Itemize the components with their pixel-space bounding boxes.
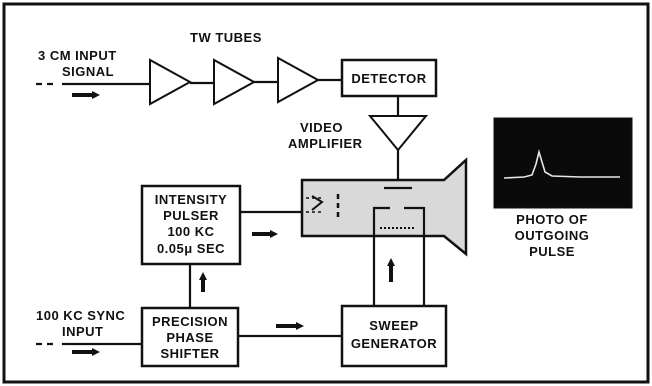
photo-caption-3: PULSE	[529, 244, 575, 259]
intensity-pulser-label-4: 0.05μ SEC	[157, 241, 225, 256]
phase-shifter-label-2: PHASE	[166, 330, 213, 345]
sync-input-label-1: 100 KC SYNC	[36, 308, 125, 323]
sync-input-label-2: INPUT	[62, 324, 104, 339]
detector-label: DETECTOR	[351, 71, 426, 86]
intensity-pulser-label-1: INTENSITY	[155, 192, 227, 207]
input-label-1: 3 CM INPUT	[38, 48, 117, 63]
photo-caption-1: PHOTO OF	[516, 212, 588, 227]
input-label-2: SIGNAL	[62, 64, 114, 79]
phase-shifter-label-1: PRECISION	[152, 314, 228, 329]
intensity-pulser-label-2: PULSER	[163, 208, 219, 223]
sweep-generator-label-2: GENERATOR	[351, 336, 437, 351]
phase-shifter-label-3: SHIFTER	[160, 346, 219, 361]
pulse-photo	[494, 118, 632, 208]
intensity-pulser-label-3: 100 KC	[167, 224, 214, 239]
video-amp-label-1: VIDEO	[300, 120, 343, 135]
video-amp-label-2: AMPLIFIER	[288, 136, 363, 151]
sweep-generator-label-1: SWEEP	[369, 318, 418, 333]
photo-caption-2: OUTGOING	[515, 228, 590, 243]
tw-tubes-label: TW TUBES	[190, 30, 262, 45]
